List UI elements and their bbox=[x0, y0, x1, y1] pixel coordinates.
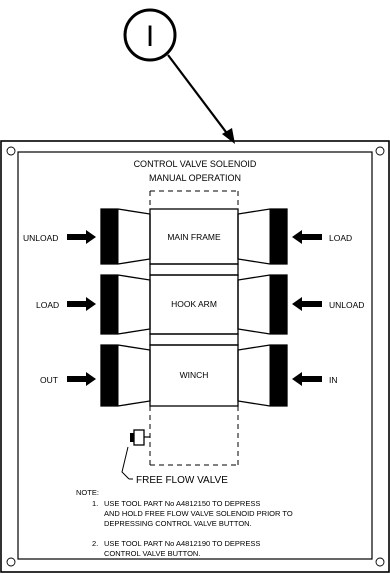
solenoid-hook-arm: HOOK ARM bbox=[100, 274, 288, 335]
right-label-winch: IN bbox=[329, 375, 338, 385]
solenoid-winch: WINCH bbox=[100, 344, 288, 407]
solenoid-left-button bbox=[100, 344, 119, 407]
free-flow-valve-label: FREE FLOW VALVE bbox=[136, 475, 228, 486]
solenoid-center bbox=[149, 274, 239, 335]
left-arrow-winch bbox=[67, 372, 96, 386]
right-arrow-hook-arm bbox=[292, 297, 322, 311]
solenoid-name: MAIN FRAME bbox=[167, 232, 221, 242]
solenoid-left-button bbox=[100, 274, 119, 335]
note-heading: NOTE: bbox=[76, 488, 99, 497]
solenoid-center bbox=[149, 208, 239, 265]
note-2-line: CONTROL VALVE BUTTON. bbox=[104, 549, 200, 558]
plate-screw-tr bbox=[375, 146, 385, 156]
plate-outer-border bbox=[0, 140, 390, 573]
solenoid-right-button bbox=[269, 274, 288, 335]
stem-connector-2 bbox=[149, 333, 239, 346]
left-label-hook-arm: LOAD bbox=[36, 300, 59, 310]
note-1-line: AND HOLD FREE FLOW VALVE SOLENOID PRIOR … bbox=[104, 509, 293, 518]
note-1-number: 1. bbox=[92, 499, 98, 508]
note-1-line: USE TOOL PART No A4812150 TO DEPRESS bbox=[104, 499, 260, 508]
plate-screw-br bbox=[375, 557, 385, 567]
solenoid-main-frame: MAIN FRAME bbox=[100, 208, 288, 265]
callout-leader bbox=[167, 54, 230, 137]
valve-leader bbox=[121, 446, 130, 480]
callout-circle bbox=[123, 8, 177, 62]
left-arrow-main-frame bbox=[67, 230, 96, 244]
solenoid-left-button bbox=[100, 208, 119, 265]
note-2-line: USE TOOL PART No A4812190 TO DEPRESS bbox=[104, 539, 260, 548]
callout-arrowhead bbox=[222, 128, 235, 144]
left-arrow-hook-arm bbox=[67, 297, 96, 311]
dashed-outline bbox=[149, 190, 239, 466]
right-label-hook-arm: UNLOAD bbox=[329, 300, 364, 310]
solenoid-name: WINCH bbox=[180, 370, 209, 380]
solenoid-right-button bbox=[269, 344, 288, 407]
plate-inner-border bbox=[17, 151, 373, 560]
notes: NOTE: 1. USE TOOL PART No A4812150 TO DE… bbox=[76, 488, 293, 558]
note-2-number: 2. bbox=[92, 539, 98, 548]
plate-screw-bl bbox=[6, 557, 16, 567]
stem-connector-1 bbox=[149, 263, 239, 276]
solenoid-center bbox=[149, 344, 239, 407]
valve-body bbox=[133, 429, 145, 446]
plate bbox=[0, 140, 390, 573]
solenoid-name: HOOK ARM bbox=[171, 299, 217, 309]
plate-title-line1: CONTROL VALVE SOLENOID bbox=[134, 159, 257, 169]
callout-label: I bbox=[146, 20, 154, 53]
left-label-main-frame: UNLOAD bbox=[23, 233, 58, 243]
plate-title-line2: MANUAL OPERATION bbox=[149, 173, 241, 183]
note-1-line: DEPRESSING CONTROL VALVE BUTTON. bbox=[104, 519, 252, 528]
right-label-main-frame: LOAD bbox=[329, 233, 352, 243]
solenoid-right-button bbox=[269, 208, 288, 265]
callout: I bbox=[123, 8, 235, 144]
right-arrow-main-frame bbox=[292, 230, 322, 244]
valve-button bbox=[130, 433, 134, 442]
plate-screw-tl bbox=[6, 146, 16, 156]
left-label-winch: OUT bbox=[40, 375, 58, 385]
right-arrow-winch bbox=[292, 372, 322, 386]
free-flow-valve: FREE FLOW VALVE bbox=[121, 429, 228, 486]
